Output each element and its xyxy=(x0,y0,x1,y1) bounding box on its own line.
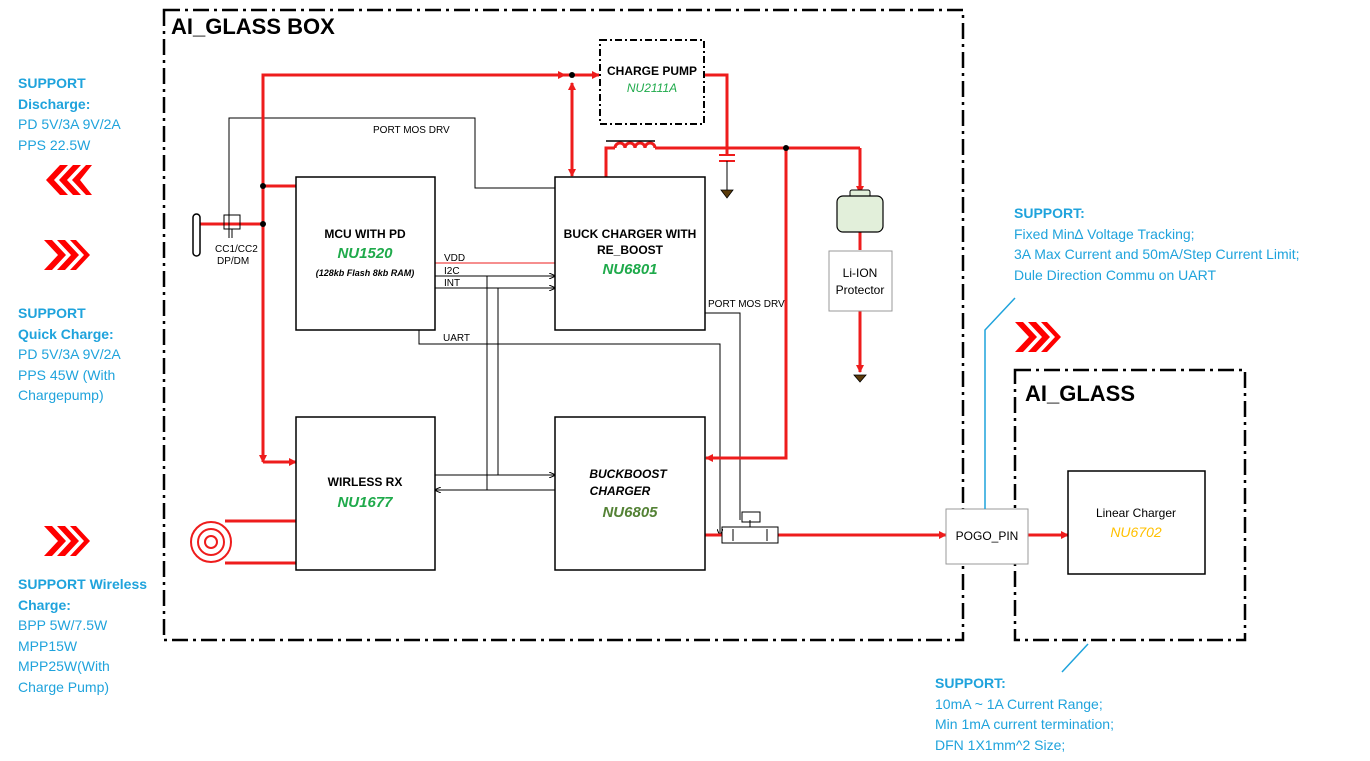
wireless-line: MPP15W xyxy=(18,637,78,654)
tracking-line: Fixed Min∆ Voltage Tracking; xyxy=(1014,225,1195,242)
wireless-rx-part: NU1677 xyxy=(337,494,393,511)
wireless-heading-1: SUPPORT Wireless xyxy=(18,576,148,592)
quick-line: Chargepump) xyxy=(18,387,104,403)
wireless-heading-2: Charge: xyxy=(18,596,71,613)
linear-charger-block xyxy=(1067,470,1206,575)
port-mos-drv-top-label: PORT MOS DRV xyxy=(373,125,450,136)
ai-glass-title: AI_GLASS xyxy=(1025,381,1135,406)
linear-line: 10mA ~ 1A Current Range; xyxy=(935,695,1103,712)
int-label: INT xyxy=(444,278,460,289)
buckboost-title-line-1: BUCKBOOST xyxy=(589,467,668,481)
port-mos-drv-right-label: PORT MOS DRV xyxy=(708,299,785,310)
ground-icon xyxy=(853,374,867,383)
charge-pump-block xyxy=(599,39,705,125)
chevron-right-icon xyxy=(44,240,90,270)
vdd-label: VDD xyxy=(444,253,465,264)
linear-charger-title: Linear Charger xyxy=(1096,506,1176,520)
chevron-right-icon xyxy=(44,526,90,556)
buck-title-line-1: BUCK CHARGER WITH xyxy=(564,227,697,241)
tracking-callout-line xyxy=(984,297,1016,509)
quick-heading-2: Quick Charge: xyxy=(18,325,114,342)
power-lines xyxy=(198,71,1069,565)
wireless-coil-icon xyxy=(190,521,232,563)
output-mosfet-icon xyxy=(721,511,779,544)
linear-charger-part: NU6702 xyxy=(1110,524,1162,540)
ai-glass-frame xyxy=(1013,368,1247,642)
discharge-line: PPS 22.5W xyxy=(18,136,91,153)
cc-label: CC1/CC2 xyxy=(215,244,258,255)
discharge-line: PD 5V/3A 9V/2A xyxy=(18,116,121,132)
linear-note: SUPPORT: 10mA ~ 1A Current Range; Min 1m… xyxy=(935,673,1114,755)
mcu-note: (128kb Flash 8kb RAM) xyxy=(316,268,415,278)
dpdm-label: DP/DM xyxy=(217,256,249,267)
chevron-right-icon xyxy=(1015,322,1061,352)
usb-connector-icon xyxy=(192,213,201,257)
wireless-line: BPP 5W/7.5W xyxy=(18,617,108,633)
ai-glass-box-frame xyxy=(162,8,965,642)
linear-heading: SUPPORT: xyxy=(935,675,1006,691)
buck-part: NU6801 xyxy=(602,261,657,278)
mosfet-icon xyxy=(223,214,241,238)
buckboost-block xyxy=(554,416,706,571)
charge-pump-part: NU2111A xyxy=(627,81,677,95)
li-ion-line-1: Li-ION xyxy=(843,266,878,280)
tracking-note: SUPPORT: Fixed Min∆ Voltage Tracking; 3A… xyxy=(1014,203,1300,285)
pogo-pin-block xyxy=(945,508,1029,565)
discharge-heading-1: SUPPORT xyxy=(18,75,86,91)
junction-dots xyxy=(260,72,789,227)
li-ion-protector-block xyxy=(828,250,893,312)
mcu-part: NU1520 xyxy=(337,245,393,262)
mcu-title: MCU WITH PD xyxy=(324,227,406,241)
wireless-line: Charge Pump) xyxy=(18,678,110,695)
li-ion-line-2: Protector xyxy=(836,283,885,297)
tracking-heading: SUPPORT: xyxy=(1014,205,1085,221)
quick-line: PD 5V/3A 9V/2A xyxy=(18,346,121,362)
tracking-line: 3A Max Current and 50mA/Step Current Lim… xyxy=(1014,246,1300,262)
wireless-charge-note: SUPPORT Wireless Charge: BPP 5W/7.5W MPP… xyxy=(18,574,147,697)
linear-line: DFN 1X1mm^2 Size; xyxy=(935,736,1066,753)
buck-title-line-2: RE_BOOST xyxy=(597,243,664,257)
wireless-line: MPP25W(With xyxy=(18,658,110,674)
quick-heading-1: SUPPORT xyxy=(18,305,86,321)
chevron-left-icon xyxy=(46,165,92,195)
mcu-block xyxy=(295,176,436,331)
quick-line: PPS 45W (With xyxy=(18,366,116,383)
buck-charger-block xyxy=(554,176,706,331)
pogo-pin-title: POGO_PIN xyxy=(956,529,1019,543)
discharge-note: SUPPORT Discharge: PD 5V/3A 9V/2A PPS 22… xyxy=(18,73,121,155)
uart-label: UART xyxy=(443,333,470,344)
quick-charge-note: SUPPORT Quick Charge: PD 5V/3A 9V/2A PPS… xyxy=(18,303,121,406)
buckboost-title-line-2: CHARGER xyxy=(590,484,651,498)
charge-pump-title: CHARGE PUMP xyxy=(607,64,697,78)
ai-glass-box-title: AI_GLASS BOX xyxy=(171,14,335,39)
battery-icon xyxy=(836,189,884,233)
tracking-line: Dule Direction Commu on UART xyxy=(1014,266,1217,283)
wireless-rx-title: WIRLESS RX xyxy=(328,475,403,489)
capacitor-ground-icon xyxy=(719,154,735,199)
i2c-label: I2C xyxy=(444,266,460,277)
discharge-heading-2: Discharge: xyxy=(18,95,91,112)
linear-callout-line xyxy=(1061,643,1089,673)
wireless-rx-block xyxy=(295,416,436,571)
buckboost-part: NU6805 xyxy=(602,504,658,521)
inductor-icon xyxy=(613,141,657,149)
linear-line: Min 1mA current termination; xyxy=(935,716,1114,732)
